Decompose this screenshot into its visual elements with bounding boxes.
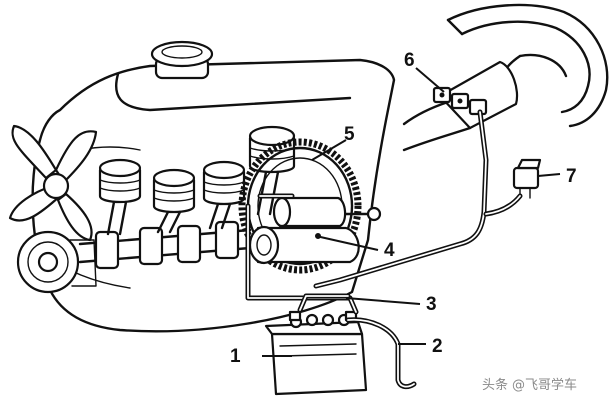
battery <box>264 310 368 396</box>
piston-1 <box>98 158 142 236</box>
label-5: 5 <box>344 124 355 145</box>
label-3: 3 <box>426 294 437 315</box>
label-7: 7 <box>566 166 577 187</box>
watermark-handle: @飞哥学车 <box>512 377 578 393</box>
steering-column <box>402 60 519 152</box>
wiring-harness <box>245 109 523 315</box>
piston-3 <box>202 160 246 230</box>
starter-relay <box>512 158 542 199</box>
label-4: 4 <box>384 240 395 261</box>
crank-pulley <box>16 230 97 294</box>
oil-filler-cap <box>150 40 214 80</box>
callout-labels: 1 2 3 4 5 6 7 <box>230 50 577 367</box>
label-2: 2 <box>432 336 443 357</box>
piston-2 <box>152 168 196 234</box>
ground-cable <box>345 317 417 390</box>
label-1: 1 <box>230 346 241 367</box>
crankshaft <box>78 220 252 270</box>
label-6: 6 <box>404 50 415 71</box>
leader-lines <box>262 67 561 357</box>
cooling-fan <box>8 124 98 242</box>
watermark: 头条 @飞哥学车 <box>482 372 612 394</box>
starter-motor <box>248 196 382 265</box>
watermark-prefix: 头条 <box>482 377 509 393</box>
